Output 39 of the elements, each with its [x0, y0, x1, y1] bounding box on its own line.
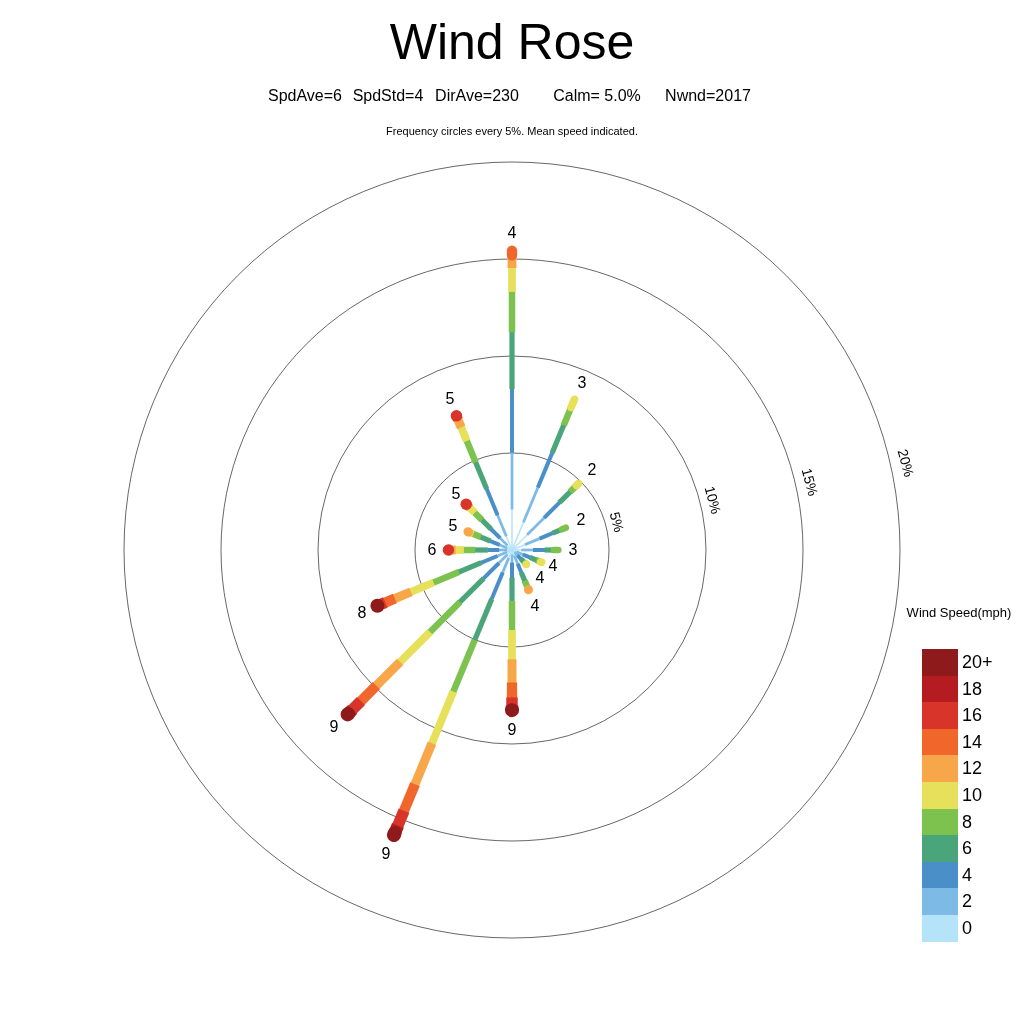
summary-statistic: DirAve=230 [435, 88, 519, 104]
mean-speed-label: 9 [507, 722, 517, 738]
legend-label: 20+ [962, 653, 993, 671]
mean-speed-label: 5 [445, 391, 455, 407]
mean-speed-label: 3 [568, 542, 578, 558]
mean-speed-label: 9 [329, 719, 339, 735]
mean-speed-label: 6 [427, 542, 437, 558]
legend-label: 4 [962, 865, 972, 884]
chart-note: Frequency circles every 5%. Mean speed indicated. [386, 125, 638, 137]
summary-statistic: SpdAve=6 [268, 88, 342, 104]
mean-speed-label: 4 [548, 558, 558, 574]
mean-speed-label: 5 [451, 486, 461, 502]
mean-speed-label: 8 [357, 605, 367, 621]
mean-speed-label: 2 [576, 512, 586, 528]
mean-speed-label: 5 [448, 518, 458, 534]
legend-label: 6 [962, 839, 972, 858]
legend-label: 18 [962, 679, 983, 698]
legend-label: 8 [962, 812, 972, 831]
mean-speed-label: 2 [587, 462, 597, 478]
mean-speed-label: 3 [577, 375, 587, 391]
legend-label: 2 [962, 892, 972, 911]
ring-label: 20% [895, 447, 917, 479]
mean-speed-label: 4 [530, 598, 540, 614]
legend-label: 10 [962, 786, 983, 804]
mean-speed-label: 4 [535, 570, 545, 586]
mean-speed-label: 9 [381, 846, 391, 862]
legend-label: 0 [962, 919, 972, 937]
chart-title: Wind Rose [389, 17, 635, 67]
ring-label: 5% [607, 510, 627, 534]
mean-speed-label: 4 [507, 225, 517, 241]
legend-label: 12 [962, 759, 983, 778]
ring-label: 15% [799, 466, 821, 498]
summary-statistic: Nwnd=2017 [665, 88, 751, 104]
summary-statistic: Calm= 5.0% [553, 88, 641, 104]
legend-label: 16 [962, 706, 983, 725]
summary-statistic: SpdStd=4 [352, 88, 424, 104]
legend-label: 14 [962, 732, 983, 751]
ring-label: 10% [702, 484, 724, 516]
legend-title: Wind Speed(mph) [906, 605, 1012, 619]
